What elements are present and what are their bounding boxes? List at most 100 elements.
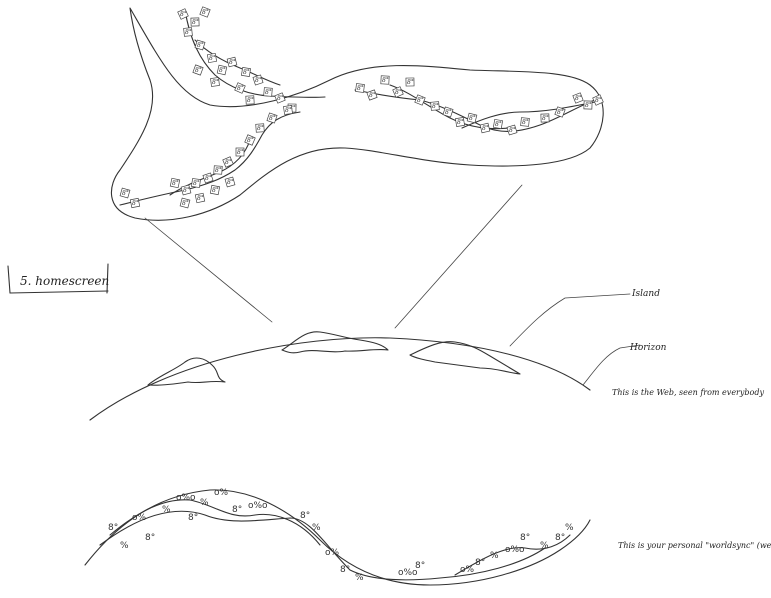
blob-branches [119, 9, 601, 206]
zoom-blob-outline [110, 7, 604, 221]
leaf-tag [180, 184, 192, 196]
leaf-tag [129, 197, 141, 209]
leaf-glyph: 8° [227, 179, 234, 186]
worldsync-symbol: o%o [505, 545, 525, 555]
worldsync-symbol: o% [460, 565, 475, 575]
leaf-tag [194, 39, 206, 51]
leaf-glyph: 8° [269, 115, 276, 122]
horizon-leader [582, 344, 641, 386]
leaf-tag [263, 87, 273, 97]
worldsync-symbol: % [200, 498, 209, 508]
worldsync-symbol: o%o [176, 493, 196, 503]
worldsync-symbol: o%o [398, 568, 418, 578]
leaf-glyph: 8° [212, 187, 219, 194]
leaf-tag [540, 113, 550, 123]
leaf-glyph: 8° [132, 200, 139, 207]
leaf-tag [572, 92, 584, 104]
leaf-glyph: 8° [215, 167, 222, 174]
leaf-glyph: 8° [382, 77, 389, 84]
leaf-glyph: 8° [277, 95, 284, 102]
leaf-tag [466, 112, 478, 124]
leaf-tag [194, 192, 206, 204]
leaf-glyph: 8° [369, 92, 376, 99]
worldsync-symbol: 8° [108, 523, 118, 533]
leaf-glyph: 8° [575, 95, 582, 102]
worldsync-symbol: 8° [415, 561, 425, 571]
horizon-arc [89, 337, 591, 421]
leaf-glyph: 8° [357, 85, 364, 92]
leaf-tag [222, 156, 234, 168]
leaf-glyph: 8° [182, 200, 189, 207]
leaf-glyph: 8° [595, 97, 602, 104]
leaf-tag [191, 178, 201, 188]
leaf-tag [226, 56, 238, 68]
leaf-tag [355, 83, 365, 93]
worldsync-symbol: 8° [520, 533, 530, 543]
leaf-tag [442, 106, 454, 118]
leaf-glyph: 8° [205, 175, 212, 182]
worldsync-symbol: 8° [340, 565, 350, 575]
worldsync-symbol: 8° [475, 558, 485, 568]
leaf-tag [283, 105, 293, 115]
leaf-tag [492, 118, 504, 130]
web-annotation: This is the Web, seen from everybody [612, 388, 764, 397]
worldsync-symbol: o% [132, 513, 147, 523]
leaf-glyph: 8° [557, 109, 564, 116]
leaf-tag [405, 77, 415, 87]
horizon-annotation: Horizon [629, 343, 667, 353]
leaf-tag [119, 187, 131, 199]
leaf-glyph: 8° [255, 77, 262, 84]
leaf-glyph: 8° [202, 9, 209, 16]
homescreen-label: 5. homescreen [20, 274, 109, 288]
leaf-tag [234, 82, 246, 94]
homescreen-label-box: 5. homescreen [7, 263, 109, 294]
leaf-tag [520, 117, 530, 127]
leaf-tag [210, 77, 220, 87]
leaf-tag [206, 52, 218, 64]
worldsync-symbol: o% [325, 548, 340, 558]
leaf-tag [177, 8, 189, 20]
leaf-tag [380, 75, 390, 85]
worldsync-symbol: % [565, 523, 574, 533]
zoom-line-right [394, 184, 523, 329]
leaf-tag [245, 95, 255, 105]
leaf-tag [392, 86, 404, 98]
leaf-tag [241, 67, 251, 77]
leaf-tag [190, 17, 200, 27]
leaf-glyph: 8° [195, 67, 202, 74]
leaf-glyph: 8° [197, 42, 204, 49]
zoom-line-left [144, 217, 273, 323]
leaf-glyph: 8° [209, 55, 216, 62]
leaf-tag [216, 64, 228, 76]
leaf-tag [583, 100, 593, 110]
leaf-tag [244, 134, 256, 146]
leaf-glyph: 8° [509, 127, 516, 134]
leaf-glyph: 8° [445, 109, 452, 116]
leaf-glyph: 8° [585, 102, 592, 109]
worldsync-symbol: % [312, 523, 321, 533]
leaf-glyph: 8° [193, 180, 200, 187]
leaf-glyph: 8° [247, 97, 254, 104]
leaf-tag [224, 176, 236, 188]
worldsync-symbol: 8° [300, 511, 310, 521]
worldsync-symbol: % [120, 541, 129, 551]
leaf-tag [235, 147, 245, 157]
leaf-glyph: 8° [257, 125, 264, 132]
leaf-glyph: 8° [482, 125, 489, 132]
leaf-tag [183, 27, 193, 37]
leaf-tag [192, 64, 204, 76]
leaf-glyph: 8° [265, 89, 272, 96]
leaf-glyph: 8° [225, 159, 232, 166]
leaf-tag [213, 165, 223, 175]
leaf-tag [554, 106, 566, 118]
island-annotation: Island [631, 289, 660, 299]
worldsync-symbol: 8° [188, 513, 198, 523]
leaf-glyph: 8° [285, 107, 292, 114]
leaf-tag [506, 124, 518, 136]
leaf-glyph: 8° [180, 11, 187, 18]
worldsync-symbol: 8° [555, 533, 565, 543]
leaf-tag [430, 101, 440, 111]
worldsync-symbol: % [540, 541, 549, 551]
leaf-glyph: 8° [237, 85, 244, 92]
leaf-tag [266, 112, 278, 124]
